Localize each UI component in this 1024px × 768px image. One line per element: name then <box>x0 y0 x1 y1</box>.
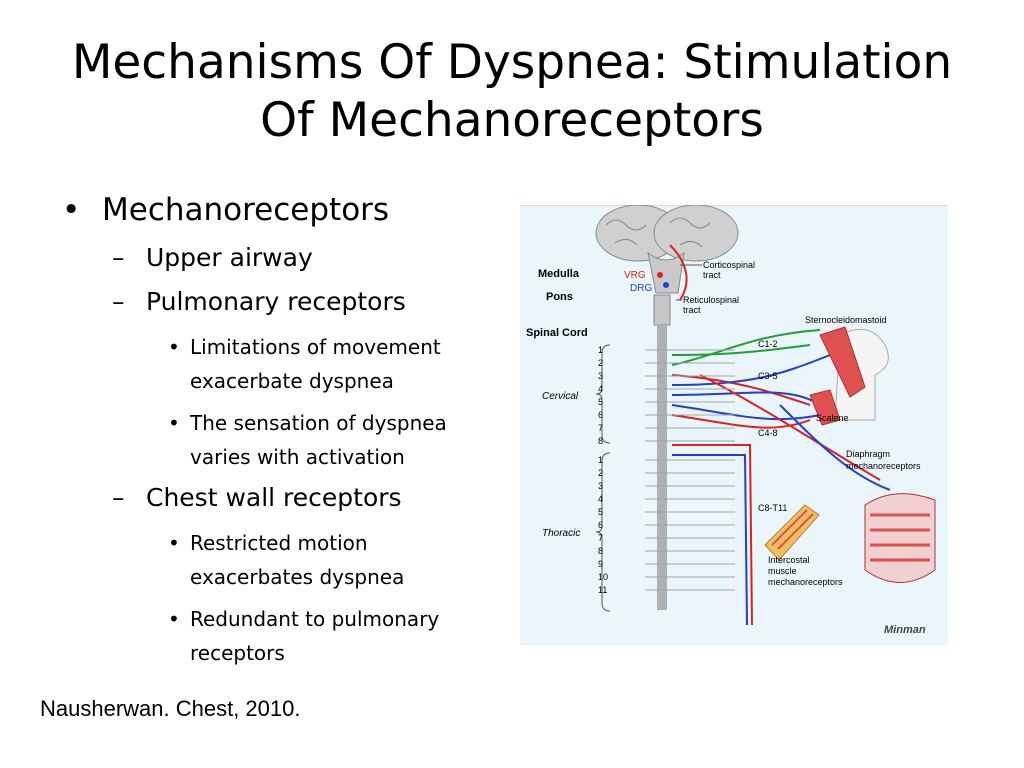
bullet-restricted-motion: • Restricted motion exacerbates dyspnea <box>58 526 498 594</box>
cervical-bracket <box>595 344 611 444</box>
bullet-chest-wall-receptors: – Chest wall receptors <box>58 482 498 514</box>
label-pons: Pons <box>546 291 573 303</box>
bullet-limitations-of-movement: • Limitations of movement exacerbate dys… <box>58 330 498 398</box>
vertebra-number: 6 <box>598 520 603 530</box>
label-intercostal-1: Intercostal <box>768 555 810 565</box>
nerve-paths <box>671 329 891 626</box>
title-line-1: Mechanisms Of Dyspnea: Stimulation <box>71 35 953 90</box>
title-line-2: Of Mechanoreceptors <box>260 93 764 148</box>
bullet-text: Chest wall receptors <box>146 483 402 512</box>
vertebra-number: 3 <box>598 481 603 491</box>
vertebra-number: 5 <box>598 397 603 407</box>
label-signature: Minman <box>884 624 926 636</box>
label-diaphragm-2: mechanoreceptors <box>846 461 921 471</box>
label-medulla: Medulla <box>538 268 580 280</box>
dash-marker: – <box>112 243 125 272</box>
thoracic-bracket <box>595 452 611 612</box>
label-c1-2: C1-2 <box>758 339 778 349</box>
vertebra-number: 7 <box>598 423 603 433</box>
slide-title: Mechanisms Of Dyspnea: Stimulation Of Me… <box>40 34 984 150</box>
bullet-list: • Mechanoreceptors – Upper airway – Pulm… <box>58 190 498 678</box>
label-intercostal-3: mechanoreceptors <box>768 577 843 587</box>
cervical-numbers: 1 2 3 4 5 6 7 8 <box>598 345 603 446</box>
label-intercostal-2: muscle <box>768 566 797 576</box>
vertebra-number: 7 <box>598 533 603 543</box>
label-reticulospinal-1: Reticulospinal <box>683 295 739 305</box>
bullet-pulmonary-receptors: – Pulmonary receptors <box>58 286 498 318</box>
vertebra-number: 1 <box>598 345 603 355</box>
bullet-marker: • <box>168 335 180 359</box>
label-thoracic: Thoracic <box>542 528 580 539</box>
vertebra-number: 2 <box>598 358 603 368</box>
label-scalene: Scalene <box>816 413 849 423</box>
intercostal-illustration <box>764 504 820 561</box>
label-c4-8: C4-8 <box>758 428 778 438</box>
bullet-marker: • <box>62 192 81 228</box>
vertebra-number: 4 <box>598 494 603 504</box>
brain-illustration <box>595 204 739 294</box>
label-corticospinal-2: tract <box>703 270 721 280</box>
vertebra-number: 4 <box>598 384 603 394</box>
label-diaphragm-1: Diaphragm <box>846 449 890 459</box>
bullet-sensation-of-dyspnea: • The sensation of dyspnea varies with a… <box>58 406 498 474</box>
vertebra-number: 5 <box>598 507 603 517</box>
bullet-text: Mechanoreceptors <box>102 192 390 228</box>
bullet-text: Restricted motion exacerbates dyspnea <box>190 531 405 589</box>
vertebra-number: 9 <box>598 559 603 569</box>
label-spinal-cord: Spinal Cord <box>526 327 588 339</box>
bullet-text: Pulmonary receptors <box>146 287 406 316</box>
bullet-text: Limitations of movement exacerbate dyspn… <box>190 335 441 393</box>
vertebra-number: 6 <box>598 410 603 420</box>
thoracic-numbers: 1 2 3 4 5 6 7 8 9 10 11 <box>598 455 608 595</box>
bullet-text: The sensation of dyspnea varies with act… <box>190 411 447 469</box>
bullet-marker: • <box>168 607 180 631</box>
bullet-marker: • <box>168 411 180 435</box>
vertebra-number: 1 <box>598 455 603 465</box>
label-reticulospinal-2: tract <box>683 305 701 315</box>
bullet-text: Redundant to pulmonary receptors <box>190 607 440 665</box>
label-c8-t11: C8-T11 <box>758 503 787 513</box>
vertebra-number: 10 <box>598 572 608 582</box>
mechanoreceptor-diagram: Medulla Pons Spinal Cord Cervical Thorac… <box>520 204 948 645</box>
bullet-mechanoreceptors: • Mechanoreceptors <box>58 190 498 230</box>
label-drg: DRG <box>630 283 652 294</box>
label-sternocleidomastoid: Sternocleidomastoid <box>805 315 887 325</box>
vertebra-number: 11 <box>598 585 607 595</box>
vertebra-number: 8 <box>598 546 603 556</box>
vertebra-number: 8 <box>598 436 603 446</box>
dash-marker: – <box>112 483 125 512</box>
spinal-rootlets <box>645 349 735 591</box>
label-c3-5: C3-5 <box>758 371 778 381</box>
vrg-dot <box>657 272 663 278</box>
label-cervical: Cervical <box>542 391 579 402</box>
dash-marker: – <box>112 287 125 316</box>
drg-dot <box>663 282 669 288</box>
neck-illustration <box>809 326 889 426</box>
vertebra-number: 2 <box>598 468 603 478</box>
diaphragm-illustration <box>864 493 936 583</box>
citation: Nausherwan. Chest, 2010. <box>40 696 301 721</box>
bullet-redundant: • Redundant to pulmonary receptors <box>58 602 498 670</box>
label-vrg: VRG <box>624 270 646 281</box>
bullet-marker: • <box>168 531 180 555</box>
corticospinal-tract-line <box>669 244 688 301</box>
bullet-text: Upper airway <box>146 243 313 272</box>
bullet-upper-airway: – Upper airway <box>58 242 498 274</box>
label-corticospinal-1: Corticospinal <box>703 260 755 270</box>
vertebra-number: 3 <box>598 371 603 381</box>
spinal-column <box>653 294 671 610</box>
